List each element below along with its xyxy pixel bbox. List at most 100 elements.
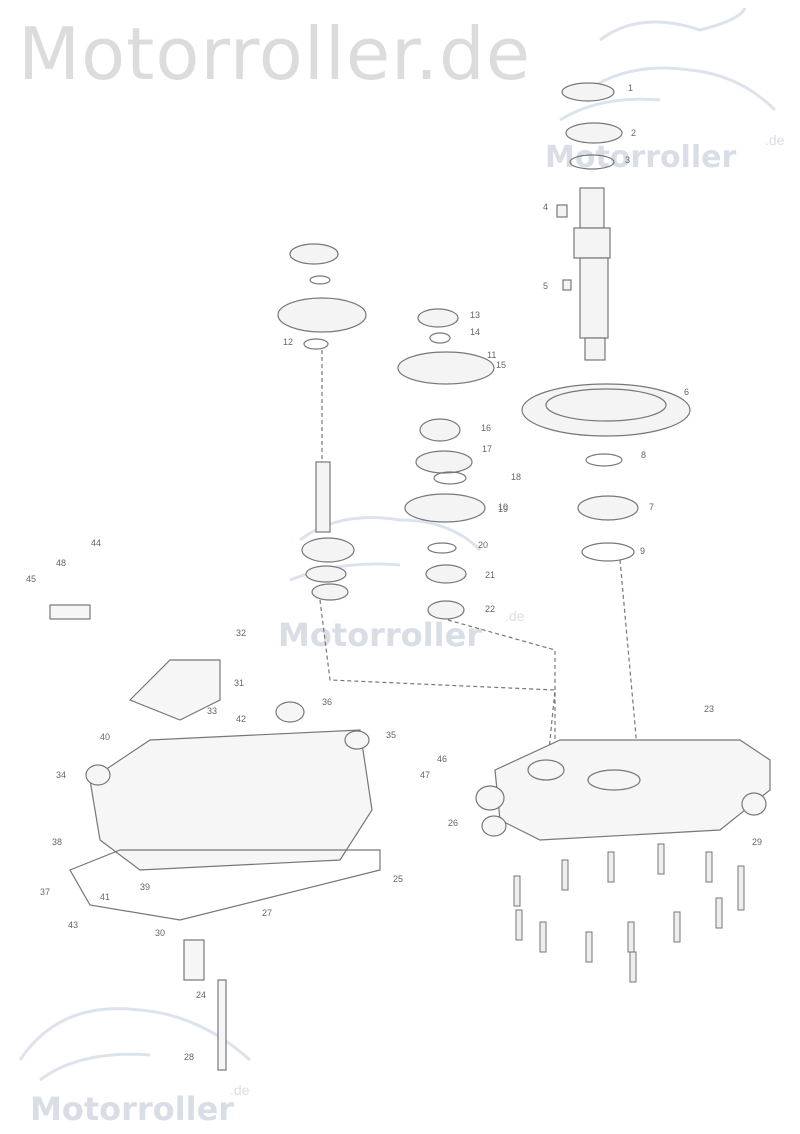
output-shaft-body <box>579 257 609 339</box>
callout-46: 46 <box>437 754 447 764</box>
watermark-suffix-center: .de <box>505 608 525 624</box>
bushing-30 <box>475 785 505 811</box>
callout-2: 2 <box>631 128 636 138</box>
ring-18 <box>433 471 467 485</box>
callout-37: 37 <box>40 887 50 897</box>
bearing-21 <box>425 564 467 584</box>
callout-15: 15 <box>496 360 506 370</box>
input-shaft-assembly <box>277 243 641 781</box>
callout-42: 42 <box>236 714 246 724</box>
cover-body <box>494 739 771 841</box>
callout-3: 3 <box>625 155 630 165</box>
screw <box>657 843 665 875</box>
screw <box>705 851 713 883</box>
scooter-watermark-shapes <box>18 7 777 1082</box>
callout-16: 16 <box>481 423 491 433</box>
callout-25: 25 <box>393 874 403 884</box>
callout-22: 22 <box>485 604 495 614</box>
final-gear-6 <box>521 383 691 437</box>
callout-32: 32 <box>236 628 246 638</box>
screw <box>561 859 569 891</box>
callout-41: 41 <box>100 892 110 902</box>
ring-top <box>309 275 331 285</box>
callout-11: 11 <box>487 350 496 360</box>
bearing-7 <box>577 495 639 521</box>
callout-20: 20 <box>478 540 488 550</box>
bearing-13 <box>417 308 459 328</box>
callout-43: 43 <box>68 920 78 930</box>
cover-bore-2 <box>527 759 565 781</box>
scooter-watermark-top <box>559 7 777 122</box>
bushing-34 <box>85 764 111 786</box>
watermark-title: Motorroller.de <box>18 12 532 96</box>
callout-40: 40 <box>100 732 110 742</box>
watermark-suffix-top-right: .de <box>765 132 785 148</box>
callout-23: 23 <box>704 704 714 714</box>
key-4 <box>556 204 568 218</box>
bolt-assembly-44 <box>49 604 91 620</box>
output-bearing-1 <box>561 82 615 102</box>
callout-labels: 1 2 3 4 5 6 7 8 9 10 11 12 13 14 15 16 1… <box>26 83 762 1062</box>
callout-1: 1 <box>628 83 633 93</box>
callout-17: 17 <box>482 444 492 454</box>
callout-18: 18 <box>511 472 521 482</box>
output-ring-3 <box>569 154 615 170</box>
output-shaft-end <box>584 337 606 361</box>
screw <box>673 911 681 943</box>
callout-35: 35 <box>386 730 396 740</box>
watermark-brand-center: Motorroller <box>278 616 483 654</box>
callout-26: 26 <box>448 818 458 828</box>
callout-8: 8 <box>641 450 646 460</box>
callout-36: 36 <box>322 697 332 707</box>
ring-12 <box>303 338 329 350</box>
gear-16 <box>419 418 461 442</box>
seal-9 <box>581 542 635 562</box>
bushing-26 <box>481 815 507 837</box>
screw <box>737 865 745 911</box>
callout-19: 19 <box>498 504 508 514</box>
ring-14 <box>429 332 451 344</box>
output-shaft-assembly <box>521 82 691 562</box>
shaft-lever-27 <box>183 939 205 981</box>
bushing-35 <box>344 730 370 750</box>
screw <box>607 851 615 883</box>
callout-38: 38 <box>52 837 62 847</box>
callout-45: 45 <box>26 574 36 584</box>
callout-10: 10 <box>498 502 508 512</box>
screw <box>627 921 635 953</box>
callout-13: 13 <box>470 310 480 320</box>
callout-29: 29 <box>752 837 762 847</box>
callout-39: 39 <box>140 882 150 892</box>
bearing-22 <box>427 600 465 620</box>
callout-28: 28 <box>184 1052 194 1062</box>
callout-33: 33 <box>207 706 217 716</box>
bearing-top <box>289 243 339 265</box>
callout-47: 47 <box>420 770 430 780</box>
input-ring-lower <box>305 565 347 583</box>
final-gear-hub <box>545 388 667 422</box>
scooter-watermark-bottom <box>18 1007 252 1082</box>
callout-12: 12 <box>283 337 293 347</box>
right-cover <box>475 739 771 841</box>
screw <box>715 897 723 929</box>
screw-set <box>513 843 745 983</box>
callout-48: 48 <box>56 558 66 568</box>
callout-9: 9 <box>640 546 645 556</box>
callout-7: 7 <box>649 502 654 512</box>
cover-bore-1 <box>587 769 641 791</box>
callout-34: 34 <box>56 770 66 780</box>
callout-44: 44 <box>91 538 101 548</box>
bushing-29 <box>741 792 767 816</box>
callout-6: 6 <box>684 387 689 397</box>
callout-31: 31 <box>234 678 244 688</box>
screw <box>513 875 521 907</box>
callout-21: 21 <box>485 570 495 580</box>
callout-24: 24 <box>196 990 206 1000</box>
gear-main <box>277 297 367 333</box>
screw <box>629 951 637 983</box>
bushing-36 <box>275 701 305 723</box>
intermediate-shaft-assembly <box>397 308 495 620</box>
ring-8 <box>585 453 623 467</box>
